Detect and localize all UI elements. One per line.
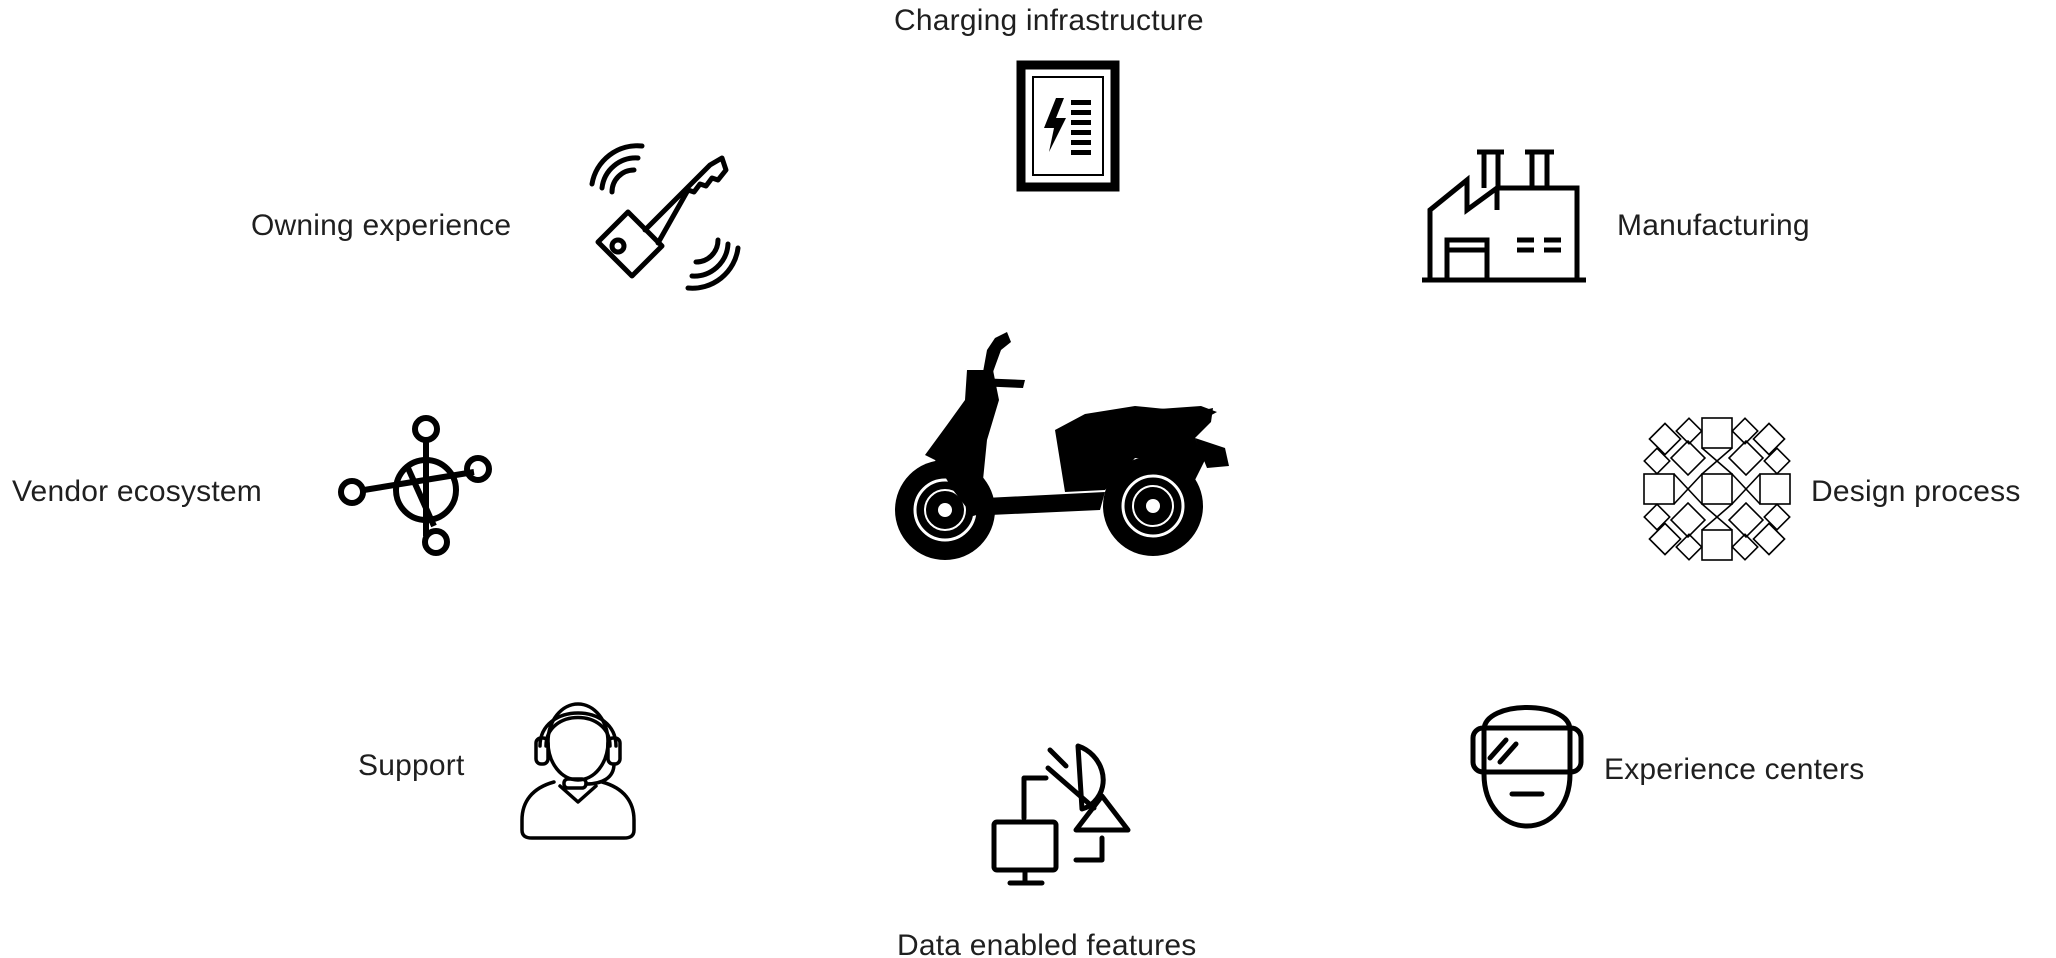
charging-station-icon [1016,60,1120,192]
design-label: Design process [1811,475,2021,508]
smart-key-icon [589,140,741,291]
vr-headset-icon [1470,690,1584,830]
charging-label: Charging infrastructure [894,4,1204,37]
geometric-pattern-icon [1640,414,1794,564]
vendor-label: Vendor ecosystem [12,475,262,508]
experience-label: Experience centers [1604,753,1865,786]
network-hub-icon [336,414,498,560]
owning-label: Owning experience [251,209,512,242]
headset-agent-icon [518,690,636,840]
manufacturing-label: Manufacturing [1617,209,1810,242]
support-label: Support [358,749,465,782]
factory-icon [1422,149,1592,285]
satellite-data-icon [990,738,1140,888]
scooter-icon [895,330,1235,570]
data-label: Data enabled features [897,929,1197,958]
